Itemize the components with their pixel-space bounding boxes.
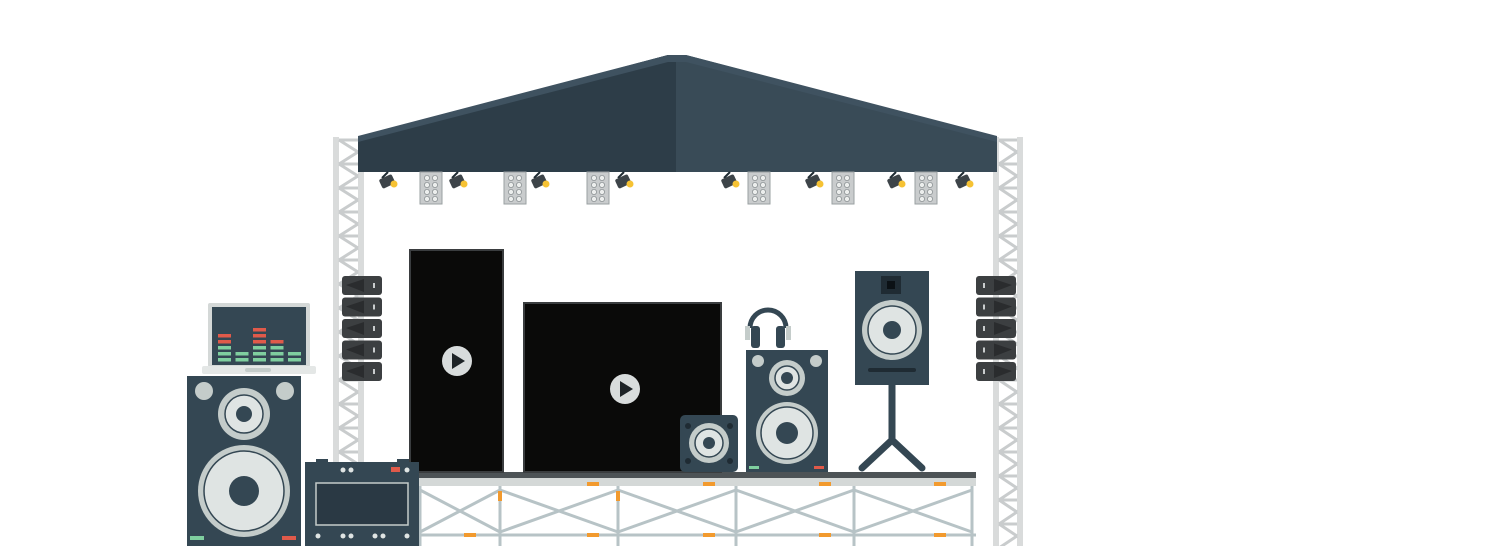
play-icon — [442, 346, 472, 376]
spotlight-icon — [721, 171, 740, 189]
equalizer-display — [218, 328, 301, 362]
left-line-array-speaker — [342, 276, 382, 381]
line-array-cabinet — [342, 297, 382, 317]
line-array-cabinet — [342, 340, 382, 360]
led-panel-light — [503, 171, 527, 205]
line-array-cabinet — [976, 340, 1016, 360]
equalizer-segment — [235, 358, 249, 362]
equalizer-segment — [218, 346, 231, 350]
equalizer-segment — [218, 358, 231, 362]
pa-speaker-on-stand — [855, 271, 929, 472]
equalizer-segment — [218, 334, 231, 338]
equalizer-segment — [270, 352, 284, 356]
tall-video-screen — [409, 249, 504, 473]
equalizer-segment — [270, 346, 284, 350]
equalizer-segment — [253, 334, 266, 338]
clamp-marker — [703, 533, 715, 537]
equalizer-segment — [253, 358, 266, 362]
line-array-cabinet — [342, 362, 382, 381]
equalizer-segment — [253, 346, 266, 350]
clamp-marker — [587, 533, 599, 537]
spotlight-icon — [531, 171, 550, 189]
floor-speaker — [187, 376, 301, 546]
spotlight-icon — [379, 171, 398, 189]
stage-roof — [358, 55, 997, 172]
clamp-marker — [819, 482, 831, 486]
stage-lights — [379, 171, 974, 205]
led-panel-light — [914, 171, 938, 205]
equalizer-segment — [218, 340, 231, 344]
small-cube-speaker — [680, 415, 738, 472]
line-array-cabinet — [342, 276, 382, 295]
laptop-icon — [202, 303, 316, 374]
clamp-marker — [934, 482, 946, 486]
led-panel-light — [419, 171, 443, 205]
led-panel-light — [747, 171, 771, 205]
line-array-cabinet — [342, 319, 382, 338]
clamp-marker — [703, 482, 715, 486]
spotlight-icon — [955, 171, 974, 189]
equalizer-segment — [270, 340, 284, 344]
line-array-cabinet — [976, 276, 1016, 295]
led-panel-light — [586, 171, 610, 205]
line-array-cabinet — [976, 297, 1016, 317]
mixer-unit — [305, 459, 419, 546]
play-icon — [610, 374, 640, 404]
clamp-marker — [819, 533, 831, 537]
equalizer-segment — [253, 352, 266, 356]
headphones-icon — [745, 307, 791, 348]
equalizer-segment — [270, 358, 284, 362]
spotlight-icon — [887, 171, 906, 189]
spotlight-icon — [449, 171, 468, 189]
led-panel-light — [831, 171, 855, 205]
monitor-speaker — [746, 350, 828, 472]
equalizer-segment — [253, 328, 266, 332]
equalizer-segment — [288, 358, 301, 362]
line-array-cabinet — [976, 362, 1016, 381]
equalizer-segment — [253, 340, 266, 344]
clamp-marker — [464, 533, 476, 537]
right-line-array-speaker — [976, 276, 1016, 381]
clamp-marker — [587, 482, 599, 486]
clamp-marker — [934, 533, 946, 537]
equalizer-segment — [288, 352, 301, 356]
line-array-cabinet — [976, 319, 1016, 338]
equalizer-segment — [218, 352, 231, 356]
spotlight-icon — [805, 171, 824, 189]
stage-platform — [410, 472, 976, 546]
spotlight-icon — [615, 171, 634, 189]
equalizer-segment — [235, 352, 249, 356]
